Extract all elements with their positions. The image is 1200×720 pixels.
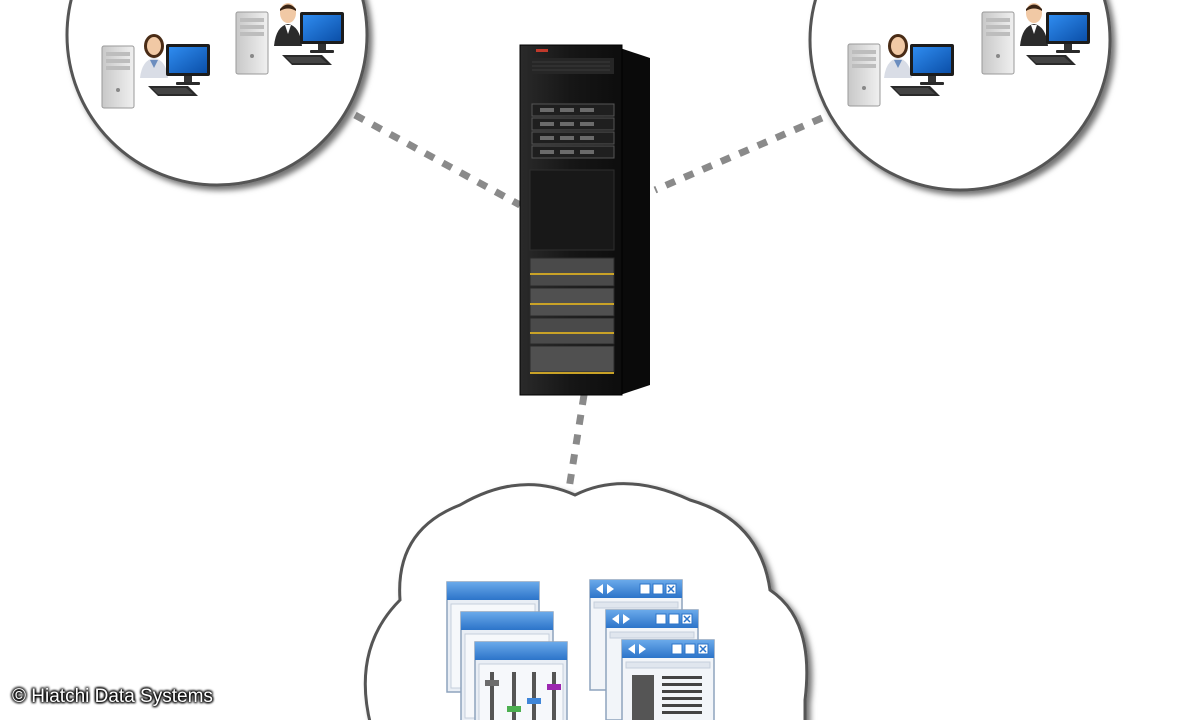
user-workstation-group-right [808, 0, 1112, 192]
link-right-to-server [653, 114, 824, 194]
link-server-to-cloud [564, 394, 588, 496]
copyright-credit: © Hiatchi Data Systems [12, 686, 213, 707]
storage-server-rack-icon [519, 44, 650, 396]
browser-windows-icon [589, 579, 715, 720]
cloud-applications [363, 482, 809, 720]
connection-links [353, 111, 824, 496]
user-workstation-group-left [65, 0, 369, 187]
link-left-to-server [353, 111, 522, 209]
control-panel-windows-icon [446, 581, 568, 720]
